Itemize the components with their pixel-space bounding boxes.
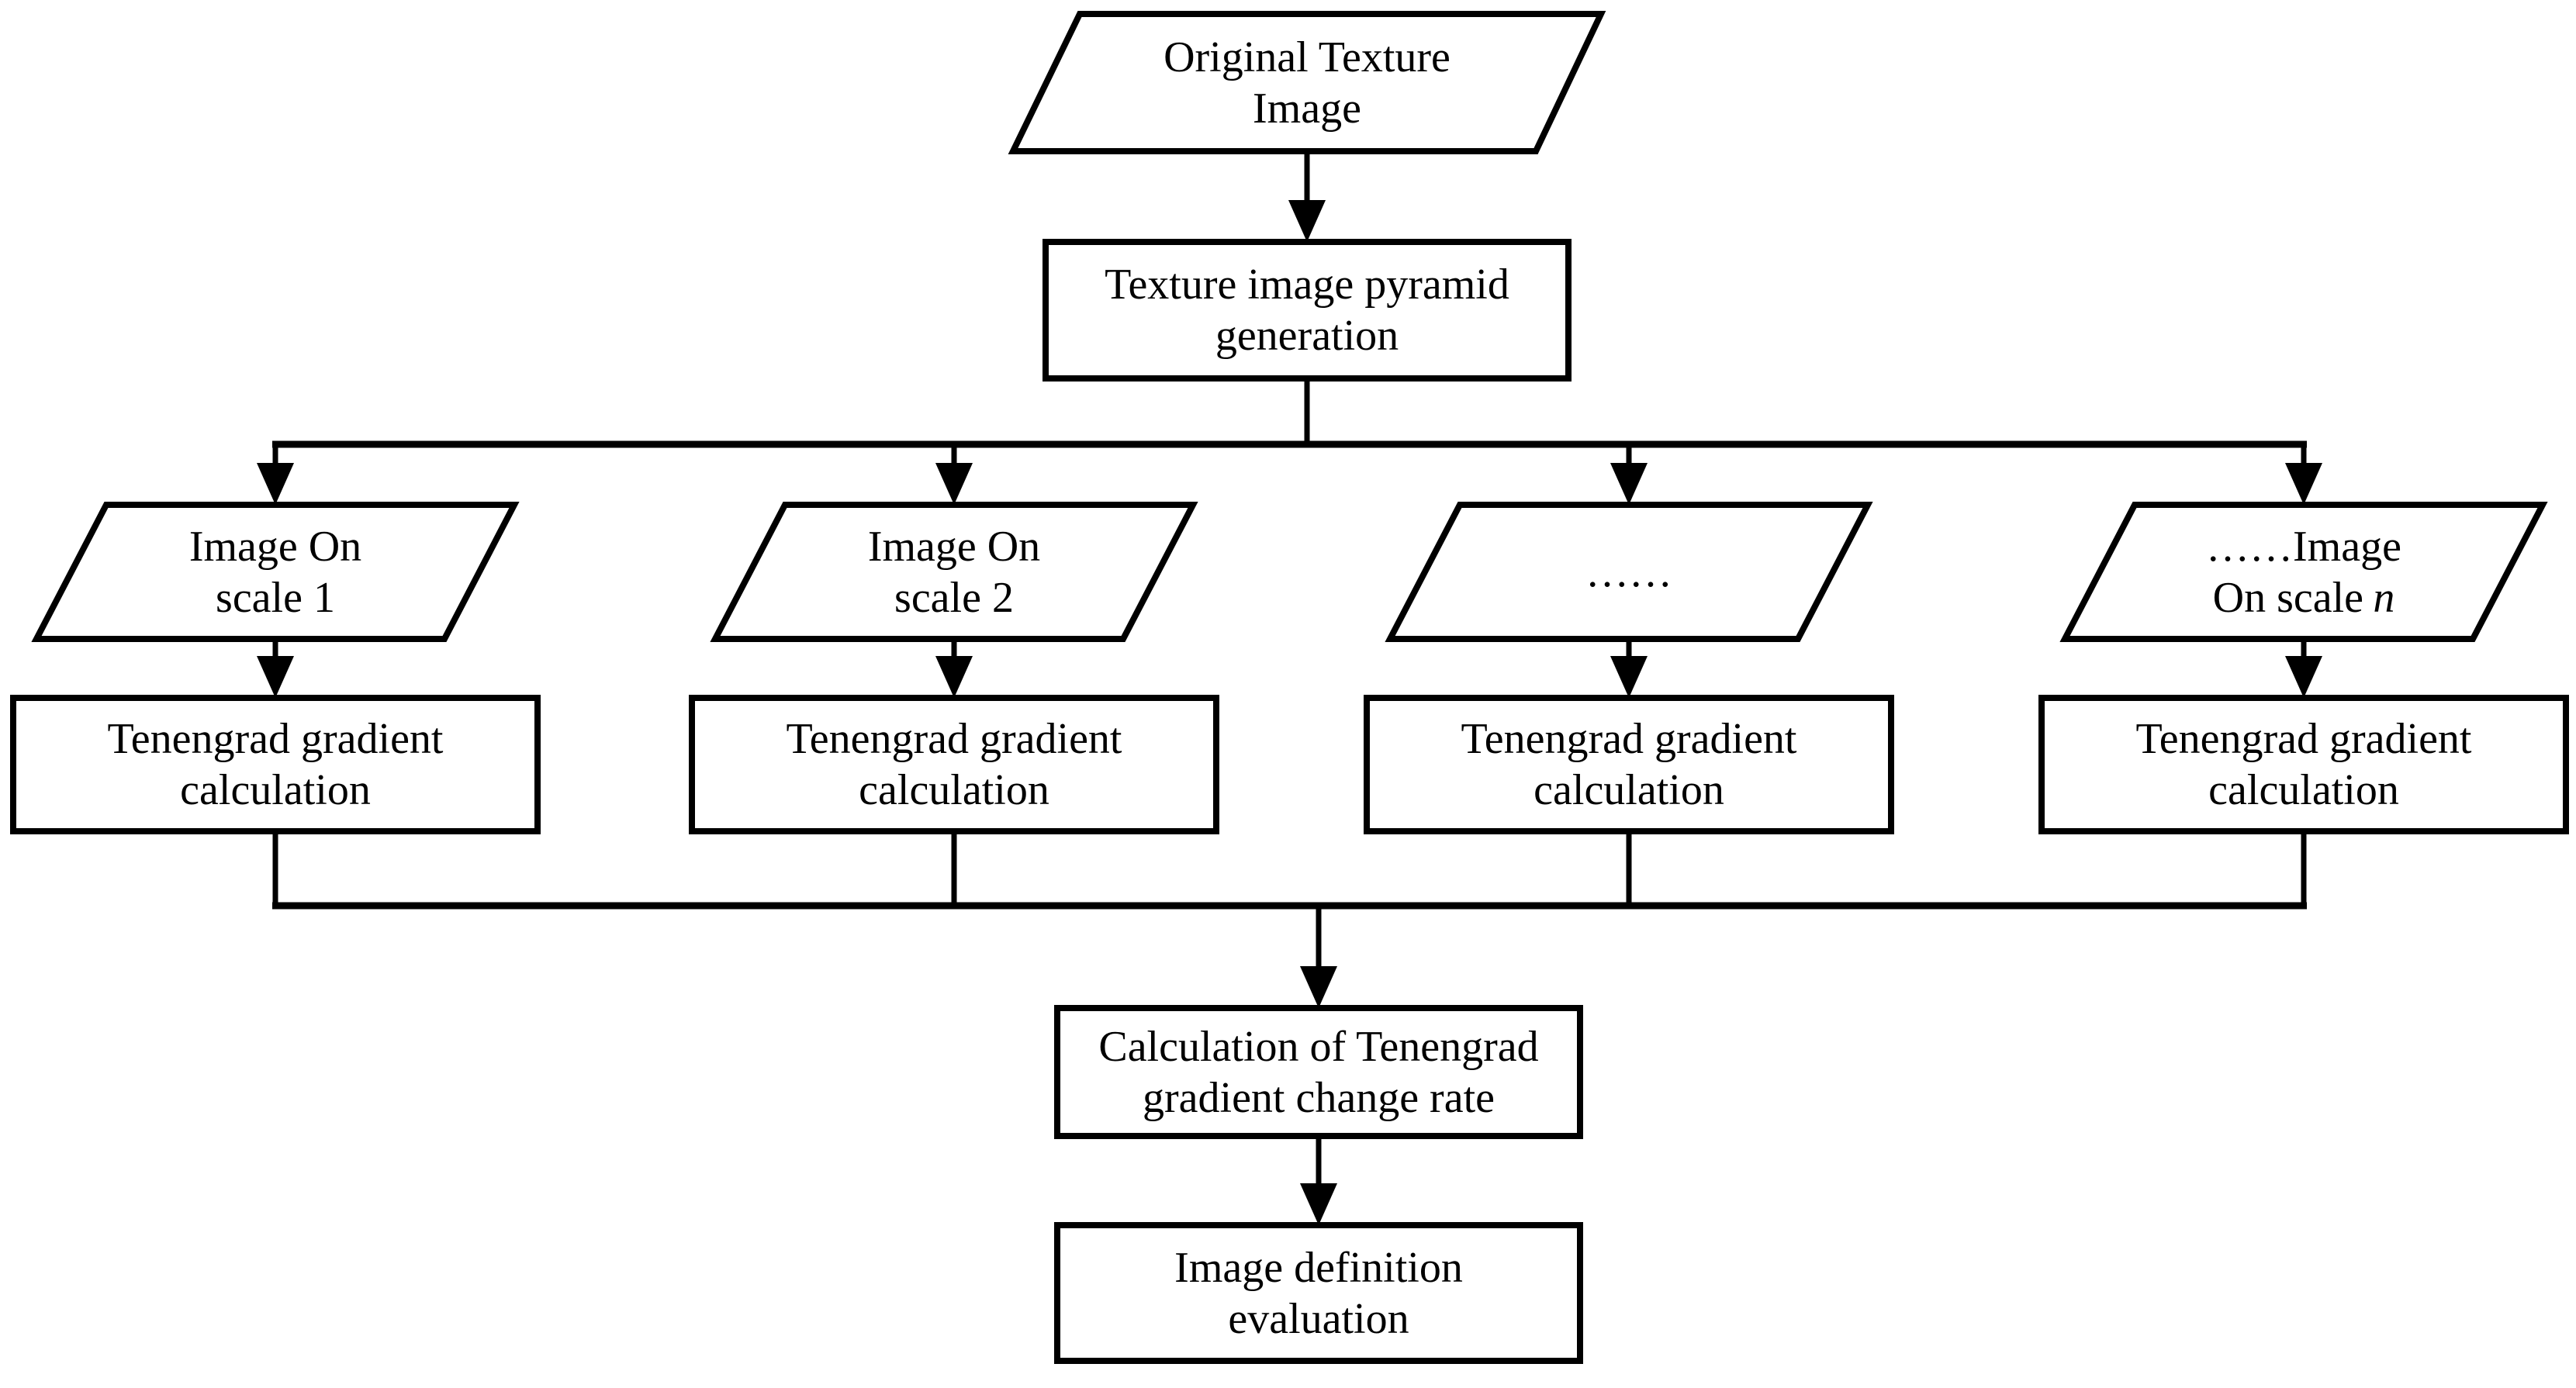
- arrowhead-original-to-pyramid: [1288, 200, 1326, 242]
- arrowhead-scale2-to-tenengrad2: [935, 656, 973, 698]
- arrowhead-scalen-to-tenengrad4: [2285, 656, 2322, 698]
- shape-tenengrad-gradient-calculation-1: [10, 695, 541, 834]
- arrowhead-changerate-to-evaluation: [1300, 1183, 1337, 1225]
- arrowhead-branch-to-scale1: [257, 463, 294, 505]
- shape-texture-image-pyramid-generation: [1043, 239, 1572, 382]
- shape-image-on-scale-1: [31, 502, 520, 642]
- arrowhead-branch-to-scale2: [935, 463, 973, 505]
- shape-image-definition-evaluation: [1054, 1222, 1583, 1364]
- arrowhead-branch-to-scalen: [2285, 463, 2322, 505]
- shape-original-texture-image: [1008, 11, 1606, 154]
- shape-tenengrad-gradient-calculation-3: [1364, 695, 1894, 834]
- shape-tenengrad-gradient-calculation-4: [2038, 695, 2569, 834]
- shape-image-on-scale-2: [710, 502, 1198, 642]
- arrowhead-ellipsis-to-tenengrad3: [1610, 656, 1648, 698]
- arrowhead-branch-to-ellipsis: [1610, 463, 1648, 505]
- arrowhead-merge-to-changerate: [1300, 966, 1337, 1008]
- shape-ellipsis-scale: [1385, 502, 1873, 642]
- shape-image-on-scale-n: [2059, 502, 2548, 642]
- shape-tenengrad-gradient-calculation-2: [689, 695, 1219, 834]
- shape-calculation-of-tenengrad-gradient-change-rate: [1054, 1005, 1583, 1139]
- arrowhead-scale1-to-tenengrad1: [257, 656, 294, 698]
